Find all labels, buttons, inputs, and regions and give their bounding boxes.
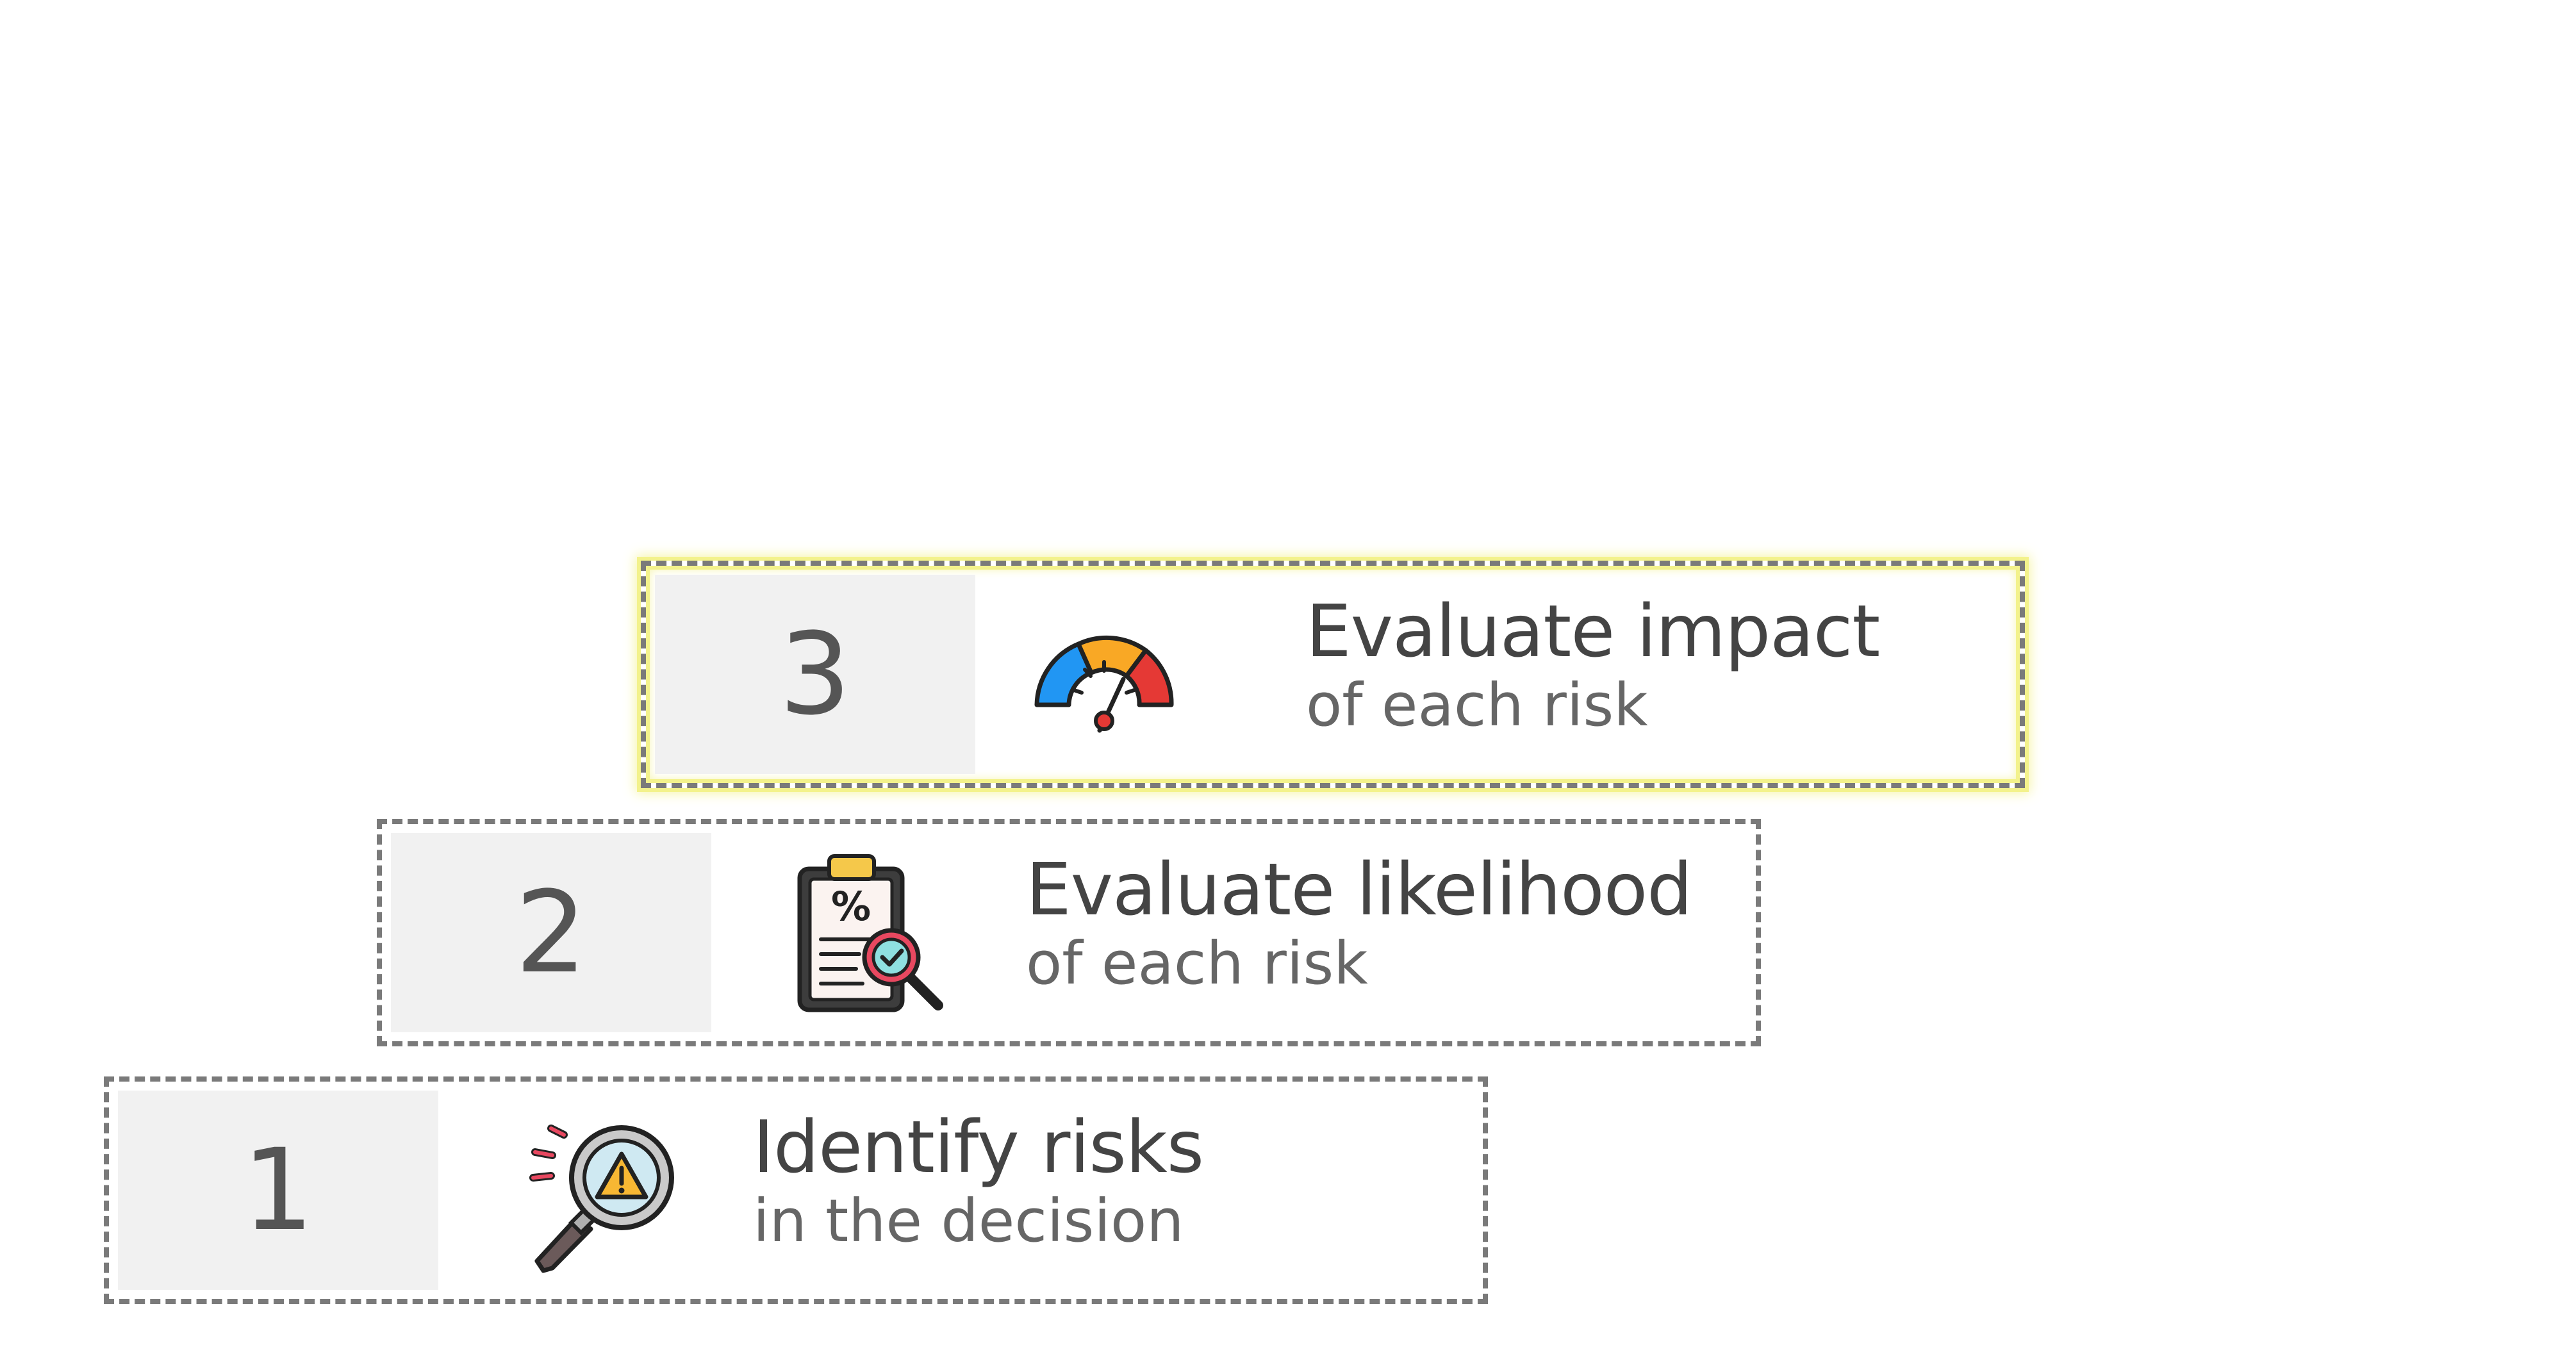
svg-text:%: % <box>831 883 871 930</box>
step-1-number-box: 1 <box>118 1091 438 1290</box>
step-2-number-box: 2 <box>391 833 711 1032</box>
step-1-text: Identify risks in the decision <box>753 1106 1204 1256</box>
step-3-box: 3 Evaluate impact of each risk <box>641 561 2025 788</box>
step-2-text: Evaluate likelihood of each risk <box>1026 848 1692 998</box>
step-2-number: 2 <box>515 866 587 998</box>
step-2-box: 2 % Evaluate likelihood of each risk <box>377 819 1761 1046</box>
step-3-text: Evaluate impact of each risk <box>1306 590 1880 740</box>
step-3-number-box: 3 <box>655 575 975 774</box>
step-2-subtitle: of each risk <box>1026 929 1368 998</box>
step-3-subtitle: of each risk <box>1306 671 1648 740</box>
step-1-box: 1 Identify risks in the decision <box>104 1076 1488 1304</box>
clipboard-percent-icon: % <box>786 850 952 1023</box>
step-3-number: 3 <box>779 608 851 740</box>
gauge-icon <box>1024 599 1184 759</box>
step-2-title: Evaluate likelihood <box>1026 848 1692 932</box>
step-3-title: Evaluate impact <box>1306 590 1880 673</box>
magnifier-warning-icon <box>519 1117 686 1283</box>
step-1-subtitle: in the decision <box>753 1187 1184 1256</box>
step-1-number: 1 <box>242 1124 314 1256</box>
step-1-title: Identify risks <box>753 1106 1204 1189</box>
